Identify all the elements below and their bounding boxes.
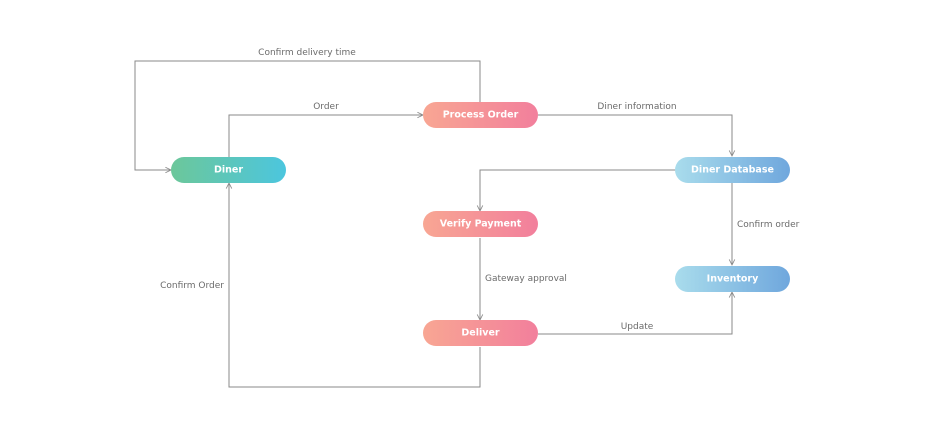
edge-label-update: Update <box>621 322 654 332</box>
node-verify-payment-shape <box>423 211 538 237</box>
edge-update <box>538 292 732 335</box>
node-deliver-label: Deliver <box>461 328 499 339</box>
node-verify-payment-label: Verify Payment <box>440 219 522 230</box>
node-deliver-shape <box>423 320 538 346</box>
edge-label-confirm-order-diner: Confirm Order <box>160 281 224 291</box>
edge-label-diner-information: Diner information <box>597 102 676 112</box>
edge-confirm-order-diner <box>229 183 481 388</box>
node-deliver[interactable]: Deliver <box>423 320 538 346</box>
edge-database-to-verify <box>480 169 676 211</box>
edge-order <box>228 115 423 157</box>
nodes: Diner Process Order Diner Database Verif… <box>171 102 790 346</box>
node-diner[interactable]: Diner <box>171 157 286 183</box>
edges: Confirm delivery time Order Diner inform… <box>134 48 800 388</box>
edge-confirm-delivery-time <box>134 60 481 170</box>
node-inventory[interactable]: Inventory <box>675 266 790 292</box>
edge-label-confirm-delivery-time: Confirm delivery time <box>258 48 356 58</box>
edge-diner-information <box>538 114 732 156</box>
edge-label-confirm-order-db: Confirm order <box>737 220 800 230</box>
node-inventory-label: Inventory <box>707 274 759 285</box>
edge-label-order: Order <box>313 102 339 112</box>
node-process-order-shape <box>423 102 538 128</box>
node-process-order[interactable]: Process Order <box>423 102 538 128</box>
node-diner-database-shape <box>675 157 790 183</box>
edge-label-gateway-approval: Gateway approval <box>485 274 567 284</box>
node-verify-payment[interactable]: Verify Payment <box>423 211 538 237</box>
node-diner-shape <box>171 157 286 183</box>
node-process-order-label: Process Order <box>443 110 519 121</box>
node-diner-label: Diner <box>214 165 243 176</box>
node-diner-database[interactable]: Diner Database <box>675 157 790 183</box>
node-diner-database-label: Diner Database <box>691 165 774 176</box>
node-inventory-shape <box>675 266 790 292</box>
